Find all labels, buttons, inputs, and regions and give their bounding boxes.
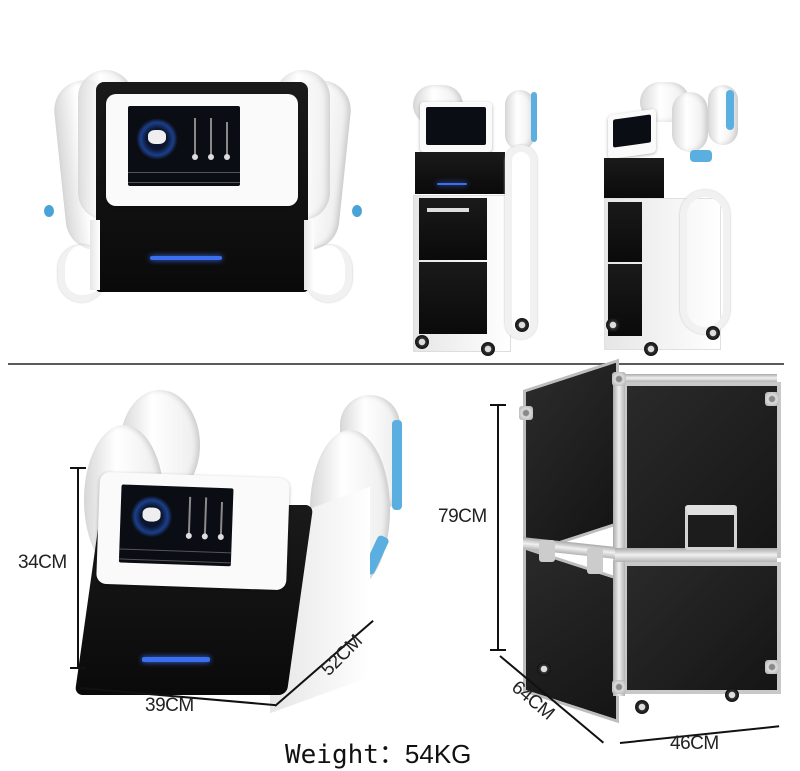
- touch-screen: [118, 484, 234, 567]
- caster-wheel: [725, 688, 739, 702]
- screen-bezel: [608, 108, 656, 160]
- weight-info: Weight：54KG: [285, 734, 471, 771]
- handpiece-cable: [680, 190, 730, 334]
- product-image-trolley-side: [600, 80, 750, 365]
- weight-value: 54KG: [404, 739, 472, 769]
- case-corner-edge: [613, 378, 625, 696]
- case-latch: [539, 540, 555, 562]
- caster-wheel: [706, 326, 720, 340]
- case-latch: [587, 548, 603, 574]
- caster-wheel: [606, 318, 620, 332]
- slider-knob: [217, 533, 224, 541]
- intensity-slider-2: [210, 118, 212, 158]
- intensity-slider-3: [226, 122, 228, 158]
- slider-knob: [185, 532, 192, 539]
- slider-knob: [192, 154, 198, 160]
- case-height-label: 79CM: [438, 506, 487, 527]
- right-cable: [305, 245, 352, 302]
- touch-screen: [613, 114, 651, 148]
- slider-knob: [201, 533, 208, 540]
- front-handpiece: [672, 92, 708, 152]
- front-led-strip: [142, 657, 210, 662]
- flight-case-image: [515, 358, 785, 724]
- product-image-dimensioned: [74, 385, 420, 714]
- case-corner: [765, 660, 779, 674]
- case-height-tick-top: [490, 404, 506, 406]
- front-led-strip: [150, 256, 222, 260]
- touch-screen: [426, 107, 486, 145]
- side-handpiece: [505, 90, 535, 150]
- case-top-rail: [613, 374, 777, 382]
- case-corner: [519, 406, 533, 420]
- width-label: 39CM: [145, 695, 194, 716]
- case-width-label: 46CM: [670, 733, 719, 754]
- slider-knob: [208, 154, 214, 160]
- height-dimension-tick-bottom: [70, 667, 86, 669]
- drawer-handle: [427, 208, 469, 212]
- right-blue-button: [352, 205, 362, 217]
- head-unit: [604, 158, 664, 200]
- left-blue-button: [44, 205, 54, 217]
- caster-wheel: [481, 342, 495, 356]
- screen-bezel: [106, 94, 298, 206]
- intensity-slider-2: [203, 497, 208, 538]
- handpiece-blue-accent: [531, 92, 537, 142]
- caster-wheel: [644, 342, 658, 356]
- handpiece-blue-accent: [392, 420, 402, 510]
- case-front-panel-lower: [623, 562, 781, 694]
- product-image-front: [30, 70, 370, 355]
- drawer-lower: [419, 262, 487, 334]
- handpiece-blue-accent: [690, 150, 712, 162]
- intensity-slider-1: [194, 118, 196, 158]
- case-height-tick-bottom: [490, 649, 506, 651]
- screen-bezel: [96, 471, 290, 591]
- left-cable: [58, 245, 105, 302]
- caster-wheel: [415, 335, 429, 349]
- caster-wheel: [515, 318, 529, 332]
- handle-icons: [142, 507, 161, 522]
- front-led-strip: [437, 183, 467, 185]
- height-label: 34CM: [18, 552, 67, 573]
- slider-knob: [224, 154, 230, 160]
- touch-screen: [128, 106, 240, 186]
- weight-label: Weight：: [285, 740, 405, 770]
- handle-icons: [148, 130, 166, 144]
- case-handle[interactable]: [685, 505, 737, 550]
- case-height-dimension-line: [497, 405, 499, 650]
- case-mid-rail: [613, 548, 777, 562]
- screen-tab-bar: [118, 548, 232, 564]
- product-image-trolley-front: [405, 80, 565, 365]
- machine-side-panel-right: [304, 220, 314, 290]
- handpiece-blue-accent: [726, 90, 734, 130]
- screen-bezel: [420, 102, 492, 152]
- intensity-slider-1: [187, 496, 192, 537]
- case-corner: [765, 392, 779, 406]
- caster-wheel: [635, 700, 649, 714]
- case-corner: [612, 372, 626, 386]
- handpiece-cable: [505, 145, 537, 339]
- height-dimension-line: [77, 468, 79, 668]
- case-corner: [612, 680, 626, 694]
- intensity-slider-3: [219, 501, 224, 539]
- drawer-upper: [608, 202, 642, 262]
- head-unit: [415, 152, 505, 194]
- section-divider: [8, 363, 784, 365]
- case-side-panel-upper: [523, 358, 619, 556]
- machine-side-panel: [90, 220, 100, 290]
- screen-tab-bar: [128, 172, 240, 183]
- caster-wheel: [537, 662, 551, 676]
- height-dimension-tick-top: [70, 467, 86, 469]
